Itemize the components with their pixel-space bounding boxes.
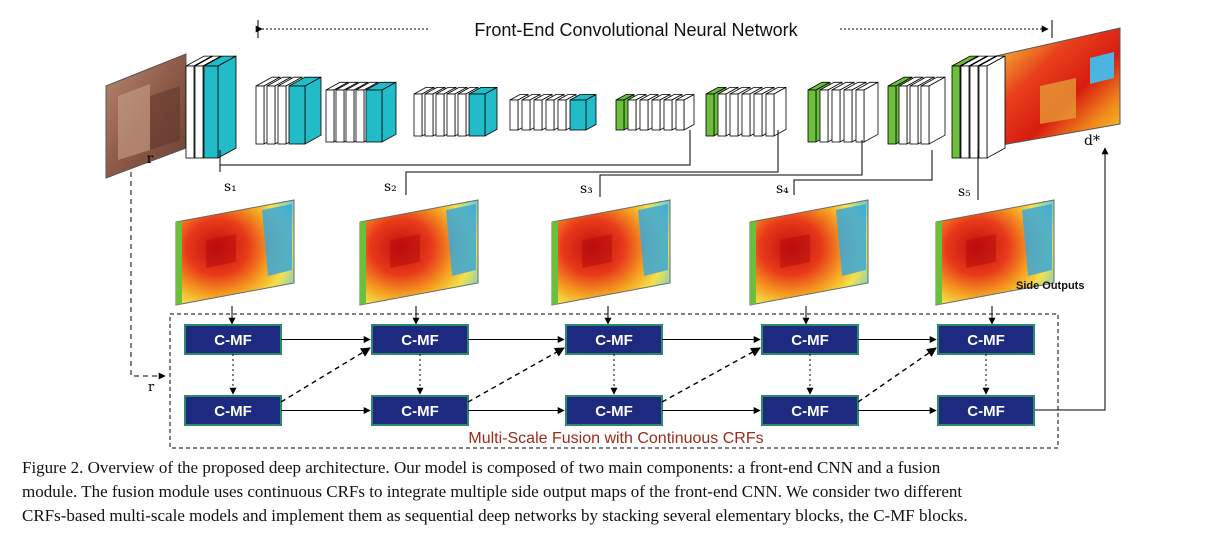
cnn-layer — [365, 81, 397, 143]
output-depth-map: d* — [995, 27, 1121, 149]
cmf-block-r1-c5: C-MF — [937, 324, 1035, 355]
cmf-label: C-MF — [967, 403, 1005, 420]
side-labels: s₁ s₂ s₃ s₄ s₅ — [224, 179, 971, 200]
cmf-block-r2-c3: C-MF — [565, 395, 663, 426]
output-label: d* — [1084, 133, 1100, 149]
cmf-block-r2-c5: C-MF — [937, 395, 1035, 426]
cnn-layer — [203, 55, 237, 159]
fusion-module-box — [169, 313, 1059, 449]
cnn-layer — [978, 55, 1006, 159]
cmf-block-r1-c1: C-MF — [184, 324, 282, 355]
input-label: r — [147, 151, 154, 167]
figure-caption: Figure 2. Overview of the proposed deep … — [22, 456, 1202, 528]
side-output-map-5 — [935, 199, 1055, 325]
cmf-label: C-MF — [595, 403, 633, 420]
cmf-diagonal-arrow — [661, 347, 761, 403]
side-output-map-3 — [551, 199, 671, 325]
frontend-title: Front-End Convolutional Neural Network — [474, 20, 798, 40]
caption-line-2: module. The fusion module uses continuou… — [22, 482, 963, 501]
cnn-layer — [288, 76, 322, 145]
caption-line-3: CRFs-based multi-scale models and implem… — [22, 506, 968, 525]
cnn-layer — [468, 86, 498, 137]
cnn-layers — [185, 55, 1006, 159]
cmf-diagonal-arrow — [467, 347, 565, 403]
cmf-label: C-MF — [791, 332, 829, 349]
side-connectors — [219, 130, 979, 200]
side-outputs-label: Side Outputs — [1016, 280, 1084, 292]
cmf-label: C-MF — [595, 332, 633, 349]
cmf-block-r1-c3: C-MF — [565, 324, 663, 355]
fusion-input-path: r — [130, 172, 166, 395]
cmf-block-r2-c1: C-MF — [184, 395, 282, 426]
architecture-diagram: Front-End Convolutional Neural Network r… — [105, 20, 1121, 449]
side-label-2: s₂ — [384, 179, 397, 195]
cnn-layer — [920, 76, 946, 145]
frontend-title-group: Front-End Convolutional Neural Network — [255, 20, 1053, 40]
side-label-5: s₅ — [958, 184, 971, 200]
cnn-layer — [855, 81, 879, 143]
cnn-layer — [569, 93, 597, 131]
cmf-label: C-MF — [401, 403, 439, 420]
caption-line-1: Figure 2. Overview of the proposed deep … — [22, 458, 941, 477]
cmf-label: C-MF — [791, 403, 829, 420]
cmf-label: C-MF — [401, 332, 439, 349]
input-image: r — [105, 53, 187, 179]
side-label-1: s₁ — [224, 179, 237, 195]
cmf-block-r1-c4: C-MF — [761, 324, 859, 355]
cmf-label: C-MF — [214, 403, 252, 420]
cmf-network: C-MF C-MF C-MF C-MF C-MF C-MF C-MF C-MF C-MF C-MF — [184, 324, 1035, 426]
output-arrow — [1032, 147, 1109, 411]
cmf-label: C-MF — [214, 332, 252, 349]
cmf-block-r1-c2: C-MF — [371, 324, 469, 355]
fusion-module-title: Multi-Scale Fusion with Continuous CRFs — [468, 430, 763, 447]
cmf-diagonal-arrow — [857, 347, 937, 403]
cmf-block-r2-c4: C-MF — [761, 395, 859, 426]
side-output-map-1 — [175, 199, 295, 325]
cmf-label: C-MF — [967, 332, 1005, 349]
cnn-layer — [675, 93, 695, 131]
side-output-map-4 — [749, 199, 869, 325]
cnn-layer — [765, 86, 787, 137]
side-output-maps — [175, 199, 1055, 325]
side-output-map-2 — [359, 199, 479, 325]
side-label-3: s₃ — [580, 181, 593, 197]
side-label-4: s₄ — [776, 181, 789, 197]
cmf-block-r2-c2: C-MF — [371, 395, 469, 426]
fusion-input-label: r — [148, 380, 155, 395]
cmf-diagonal-arrow — [280, 347, 371, 403]
